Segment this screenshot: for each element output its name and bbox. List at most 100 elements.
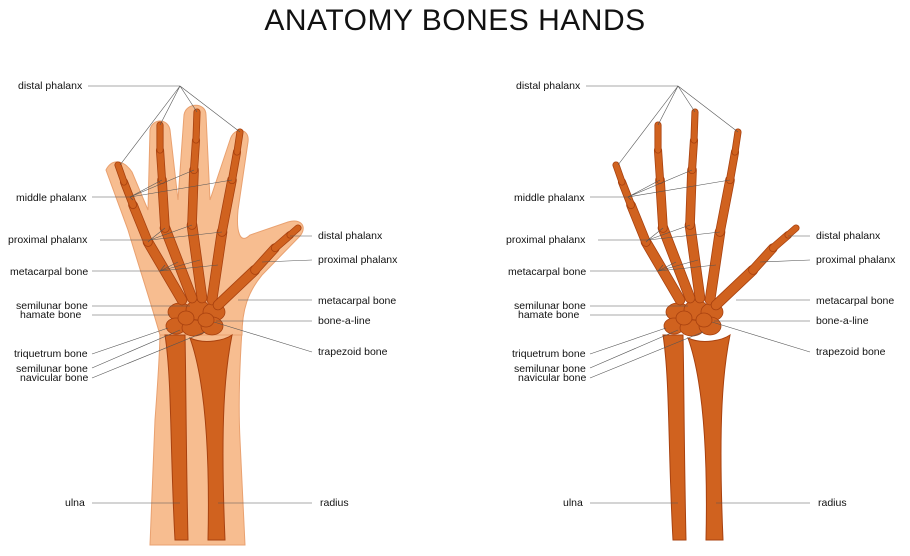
label-metacarpal-right: metacarpal bone [816,295,895,307]
leader-line [657,264,717,272]
diagram-title: ANATOMY BONES HANDS [264,4,646,37]
leader-line [159,259,201,272]
label-radius: radius [320,497,349,509]
metacarpal-bone [711,265,758,310]
leader-line [159,264,219,272]
leader-line [149,227,166,241]
metacarpal-bone [705,227,725,305]
label-trapezoid: trapezoid bone [816,346,886,358]
label-distal-phalanx-thumb: distal phalanx [318,230,383,242]
leader-line [149,231,223,241]
metacarpal-bone [143,237,187,305]
metacarpal-bone [685,220,705,303]
leader-line [159,85,181,126]
label-middle-phalanx: middle phalanx [514,192,585,204]
leader-line [657,261,677,272]
phalanx-bone [654,146,664,184]
phalanx-bone [749,244,777,274]
phalanx-bone [234,129,243,155]
leader-line [657,85,679,126]
phalanx-bone [287,225,301,238]
radius-bone [189,333,233,541]
metacarpal-bone [213,265,260,310]
phalanx-bone [190,136,200,174]
metacarpal-bone [187,220,207,303]
finger-thumb [212,224,302,311]
leader-line [657,259,699,272]
leader-lines [88,85,313,504]
phalanx-bone [120,178,137,209]
leader-line [645,239,649,243]
leader-line [677,85,696,113]
label-hamate: hamate bone [518,309,580,321]
leader-line [129,169,195,198]
phalanx-bone [785,225,799,238]
phalanx-bone [656,176,667,232]
leader-line [627,196,632,201]
label-distal-phalanx-top: distal phalanx [516,80,581,92]
finger-thumb [710,224,800,311]
label-metacarpal-right: metacarpal bone [318,295,397,307]
finger-ring [653,121,696,304]
label-hamate: hamate bone [20,309,82,321]
carpal-bone [675,310,693,326]
leader-line [759,259,811,263]
label-proximal-phalanx-left: proximal phalanx [8,234,88,246]
label-radius: radius [818,497,847,509]
carpal-bone [177,310,195,326]
metacarpal-bone [160,223,197,303]
finger-ring [155,121,198,304]
label-semilunar-top: semilunar bone [514,300,586,312]
leader-line [149,224,193,241]
phalanx-bone [613,162,625,185]
label-navicular: navicular bone [20,372,89,384]
leader-line [119,85,181,166]
leader-line [647,231,721,241]
finger-little [612,161,686,306]
metacarpal-bone [207,227,227,305]
hand-skeleton [612,108,800,541]
leader-lines [586,85,811,504]
label-metacarpal-left: metacarpal bone [508,266,587,278]
phalanx-bone [627,201,650,246]
phalanx-bone [158,176,169,232]
phalanx-bone [115,162,127,185]
label-trapezoid: trapezoid bone [318,346,388,358]
label-ulna: ulna [65,497,85,509]
leader-line [129,179,233,198]
ulna-bone [164,334,189,541]
label-navicular: navicular bone [518,372,587,384]
radius-bone [687,333,731,541]
leader-line [711,321,811,353]
phalanx-bone [716,176,734,236]
finger-middle [684,108,706,304]
phalanx-bone [193,109,200,143]
leader-line [647,227,664,241]
label-bone-a-line: bone-a-line [816,315,869,327]
phalanx-bone [188,166,198,229]
label-semilunar-top: semilunar bone [16,300,88,312]
leader-line [647,224,691,241]
leader-line [589,331,704,379]
leader-line [179,85,241,133]
phalanx-bone [228,148,241,184]
leader-line [129,196,134,201]
leader-line [627,179,661,198]
label-distal-phalanx-top: distal phalanx [18,80,83,92]
leader-line [91,327,169,355]
leader-line [627,169,693,198]
label-triquetrum: triquetrum bone [14,348,88,360]
leader-line [627,179,731,198]
leader-line [617,85,679,166]
phalanx-bone [726,148,739,184]
phalanx-bone [732,129,741,155]
hand-with-skin [105,104,304,546]
carpal-bone [695,312,713,328]
label-distal-phalanx-thumb: distal phalanx [816,230,881,242]
label-ulna: ulna [563,497,583,509]
leader-line [213,321,313,353]
label-proximal-phalanx-thumb: proximal phalanx [816,254,896,266]
leader-line [589,329,679,369]
